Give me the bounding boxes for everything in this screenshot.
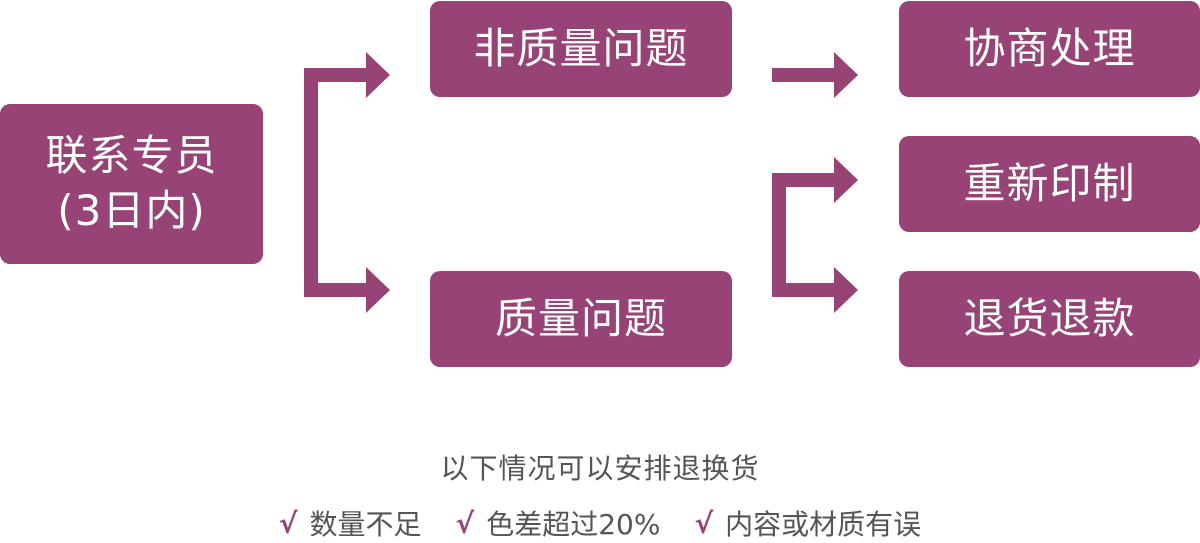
condition-label: 色差超过20% [486, 508, 661, 541]
return-conditions-list: √ 数量不足 √ 色差超过20% √ 内容或材质有误 [0, 503, 1200, 543]
node-reprint-label: 重新印制 [963, 158, 1136, 208]
arrowhead-to-quality-icon [366, 267, 390, 313]
node-reprint: 重新印制 [899, 136, 1200, 232]
node-non-quality-issue: 非质量问题 [430, 1, 732, 97]
check-icon: √ [694, 506, 714, 540]
condition-item: √ 内容或材质有误 [694, 503, 921, 543]
connector-quality-split [772, 173, 836, 297]
condition-item: √ 色差超过20% [456, 503, 661, 543]
arrowhead-to-return-icon [834, 267, 858, 313]
arrowhead-to-negotiate-icon [834, 52, 858, 98]
start-box-label: 联系专员 [45, 131, 218, 181]
node-non-quality-issue-label: 非质量问题 [473, 23, 689, 73]
arrowhead-to-non-quality-icon [366, 52, 390, 98]
condition-label: 数量不足 [309, 508, 422, 541]
condition-label: 内容或材质有误 [725, 508, 922, 541]
arrowhead-to-reprint-icon [834, 157, 858, 203]
check-icon: √ [278, 506, 298, 540]
arrow-to-negotiate [772, 68, 836, 82]
node-quality-issue: 质量问题 [430, 271, 732, 367]
start-box-sublabel: (3日内) [57, 186, 206, 235]
start-box-contact-agent: 联系专员 (3日内) [0, 104, 263, 264]
node-negotiate-label: 协商处理 [963, 23, 1136, 73]
node-negotiate: 协商处理 [899, 1, 1200, 97]
return-policy-title: 以下情况可以安排退换货 [440, 452, 760, 485]
node-return-refund-label: 退货退款 [963, 293, 1136, 343]
check-icon: √ [455, 506, 475, 540]
condition-item: √ 数量不足 [279, 503, 422, 543]
connector-start-split [304, 68, 368, 297]
node-quality-issue-label: 质量问题 [494, 293, 667, 343]
node-return-refund: 退货退款 [899, 271, 1200, 367]
